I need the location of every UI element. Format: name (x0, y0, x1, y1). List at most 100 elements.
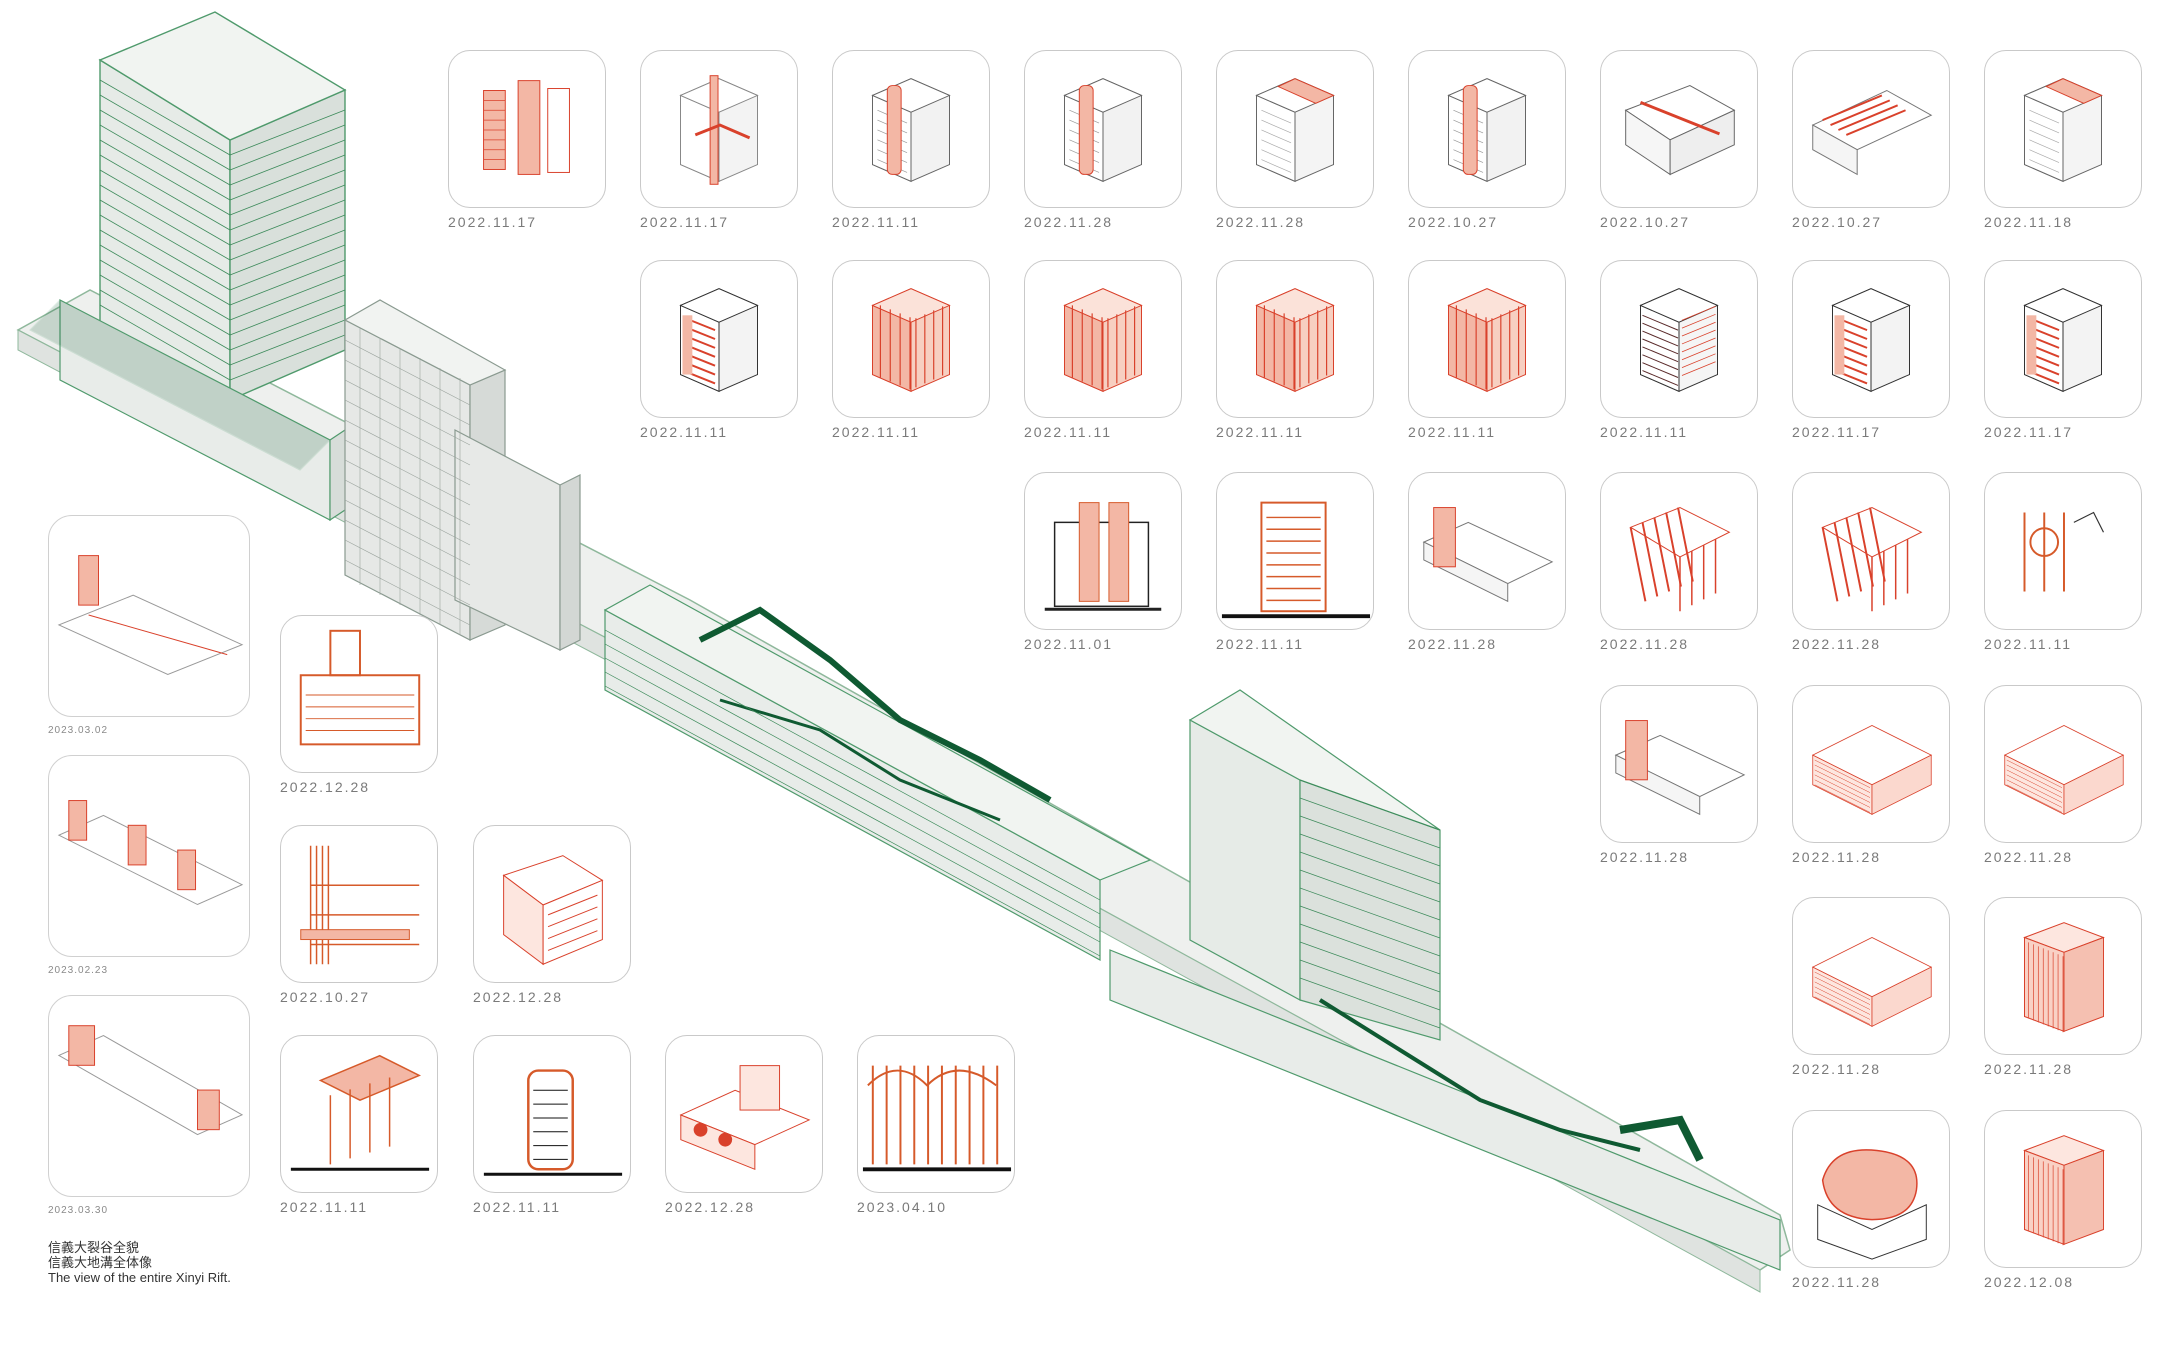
study-card-date: 2022.11.18 (1984, 214, 2074, 230)
study-model-drawing (1821, 507, 1923, 612)
study-card (1600, 260, 1758, 418)
study-model-drawing (57, 1025, 244, 1136)
study-card-date: 2022.12.08 (1984, 1274, 2075, 1290)
caption-en: The view of the entire Xinyi Rift. (48, 1270, 231, 1285)
study-model-drawing (1063, 288, 1143, 393)
study-model-drawing (502, 855, 604, 966)
study-card (1984, 472, 2142, 630)
study-card-date: 2022.11.28 (1984, 849, 2074, 865)
caption-zh-japanese: 信義大地溝全体像 (48, 1255, 153, 1270)
study-model-drawing (1831, 288, 1911, 393)
study-card-date: 2022.10.27 (1600, 214, 1691, 230)
study-card (1792, 472, 1950, 630)
study-card-date: 2022.10.27 (1792, 214, 1883, 230)
study-model-drawing (1044, 502, 1162, 611)
study-card (280, 1035, 438, 1193)
study-model-drawing (1255, 288, 1335, 393)
study-model-drawing (300, 845, 420, 965)
rift-valley-block-east (1109, 949, 1781, 1271)
study-card-date: 2022.11.28 (1024, 214, 1114, 230)
study-model-drawing (1221, 501, 1371, 619)
tower-middle (343, 299, 581, 651)
study-card-date: 2022.11.11 (473, 1199, 561, 1215)
drawing-caption: 信義大裂谷全貌 信義大地溝全体像 The view of the entire … (48, 1240, 231, 1285)
study-card-date: 2022.11.28 (1408, 636, 1498, 652)
tower-west (98, 11, 347, 402)
study-card-date: 2022.11.01 (1024, 636, 1114, 652)
study-card-date: 2022.11.11 (280, 1199, 368, 1215)
study-card-date: 2022.11.11 (832, 424, 920, 440)
study-card (1984, 1110, 2142, 1268)
study-card (473, 1035, 631, 1193)
study-card (1984, 260, 2142, 418)
study-model-drawing (679, 1065, 811, 1171)
study-model-drawing (483, 1069, 623, 1176)
study-card (448, 50, 606, 208)
study-card (48, 515, 250, 717)
study-card-date: 2022.11.28 (1984, 1061, 2074, 1077)
study-card (665, 1035, 823, 1193)
study-card (1792, 1110, 1950, 1268)
study-card (280, 825, 438, 983)
study-card (1600, 50, 1758, 208)
study-card-date: 2022.11.28 (1792, 636, 1882, 652)
study-card (1600, 472, 1758, 630)
study-model-drawing (2003, 725, 2125, 815)
study-card-date: 2022.11.28 (1792, 849, 1882, 865)
study-card-date: 2022.10.27 (280, 989, 371, 1005)
study-card-date: 2022.11.28 (1792, 1274, 1882, 1290)
study-card-date: 2022.10.27 (1408, 214, 1499, 230)
study-card (1216, 472, 1374, 630)
study-card-date: 2022.11.17 (640, 214, 730, 230)
study-card-date: 2022.11.11 (1408, 424, 1496, 440)
study-card (48, 995, 250, 1197)
study-model-drawing (1255, 78, 1335, 183)
study-model-drawing (2023, 78, 2103, 183)
study-card (1024, 260, 1182, 418)
study-card (1024, 50, 1182, 208)
caption-zh-traditional: 信義大裂谷全貌 (48, 1240, 140, 1255)
study-model-drawing (57, 800, 244, 906)
study-card (1600, 685, 1758, 843)
study-card-date: 2022.11.11 (1600, 424, 1688, 440)
study-card (640, 260, 798, 418)
study-card-date: 2022.11.11 (1216, 636, 1304, 652)
study-card (1792, 260, 1950, 418)
study-card-date: 2022.11.11 (1984, 636, 2072, 652)
study-card (1408, 472, 1566, 630)
study-card (1792, 685, 1950, 843)
study-card (1216, 50, 1374, 208)
study-model-drawing (1811, 89, 1933, 176)
study-card-date: 2022.12.28 (280, 779, 371, 795)
study-card (1984, 897, 2142, 1055)
study-model-drawing (1624, 85, 1736, 176)
study-model-drawing (1811, 725, 1933, 815)
study-card (1408, 50, 1566, 208)
study-card (1792, 897, 1950, 1055)
study-card-date: 2022.11.11 (1024, 424, 1112, 440)
study-card-date: 2022.11.11 (640, 424, 728, 440)
study-model-drawing (299, 629, 421, 746)
study-card-date: 2022.11.28 (1792, 1061, 1882, 1077)
study-card-date: 2023.04.10 (857, 1199, 948, 1215)
study-card (1984, 50, 2142, 208)
study-model-drawing (871, 288, 951, 393)
study-model-drawing (1447, 78, 1527, 183)
study-model-drawing (679, 288, 759, 393)
study-model-drawing (1817, 1149, 1927, 1260)
study-card (832, 50, 990, 208)
study-card-date: 2023.03.30 (48, 1205, 109, 1216)
study-card (1216, 260, 1374, 418)
study-card (1984, 685, 2142, 843)
study-card-date: 2022.11.11 (1216, 424, 1304, 440)
study-card-date: 2022.11.28 (1600, 849, 1690, 865)
study-card-date: 2022.11.11 (832, 214, 920, 230)
study-card-date: 2022.12.28 (473, 989, 564, 1005)
study-card-date: 2022.12.28 (665, 1199, 756, 1215)
study-model-drawing (1614, 720, 1746, 816)
study-card (832, 260, 990, 418)
study-model-drawing (1447, 288, 1527, 393)
study-card-date: 2023.02.23 (48, 965, 109, 976)
study-card (640, 50, 798, 208)
